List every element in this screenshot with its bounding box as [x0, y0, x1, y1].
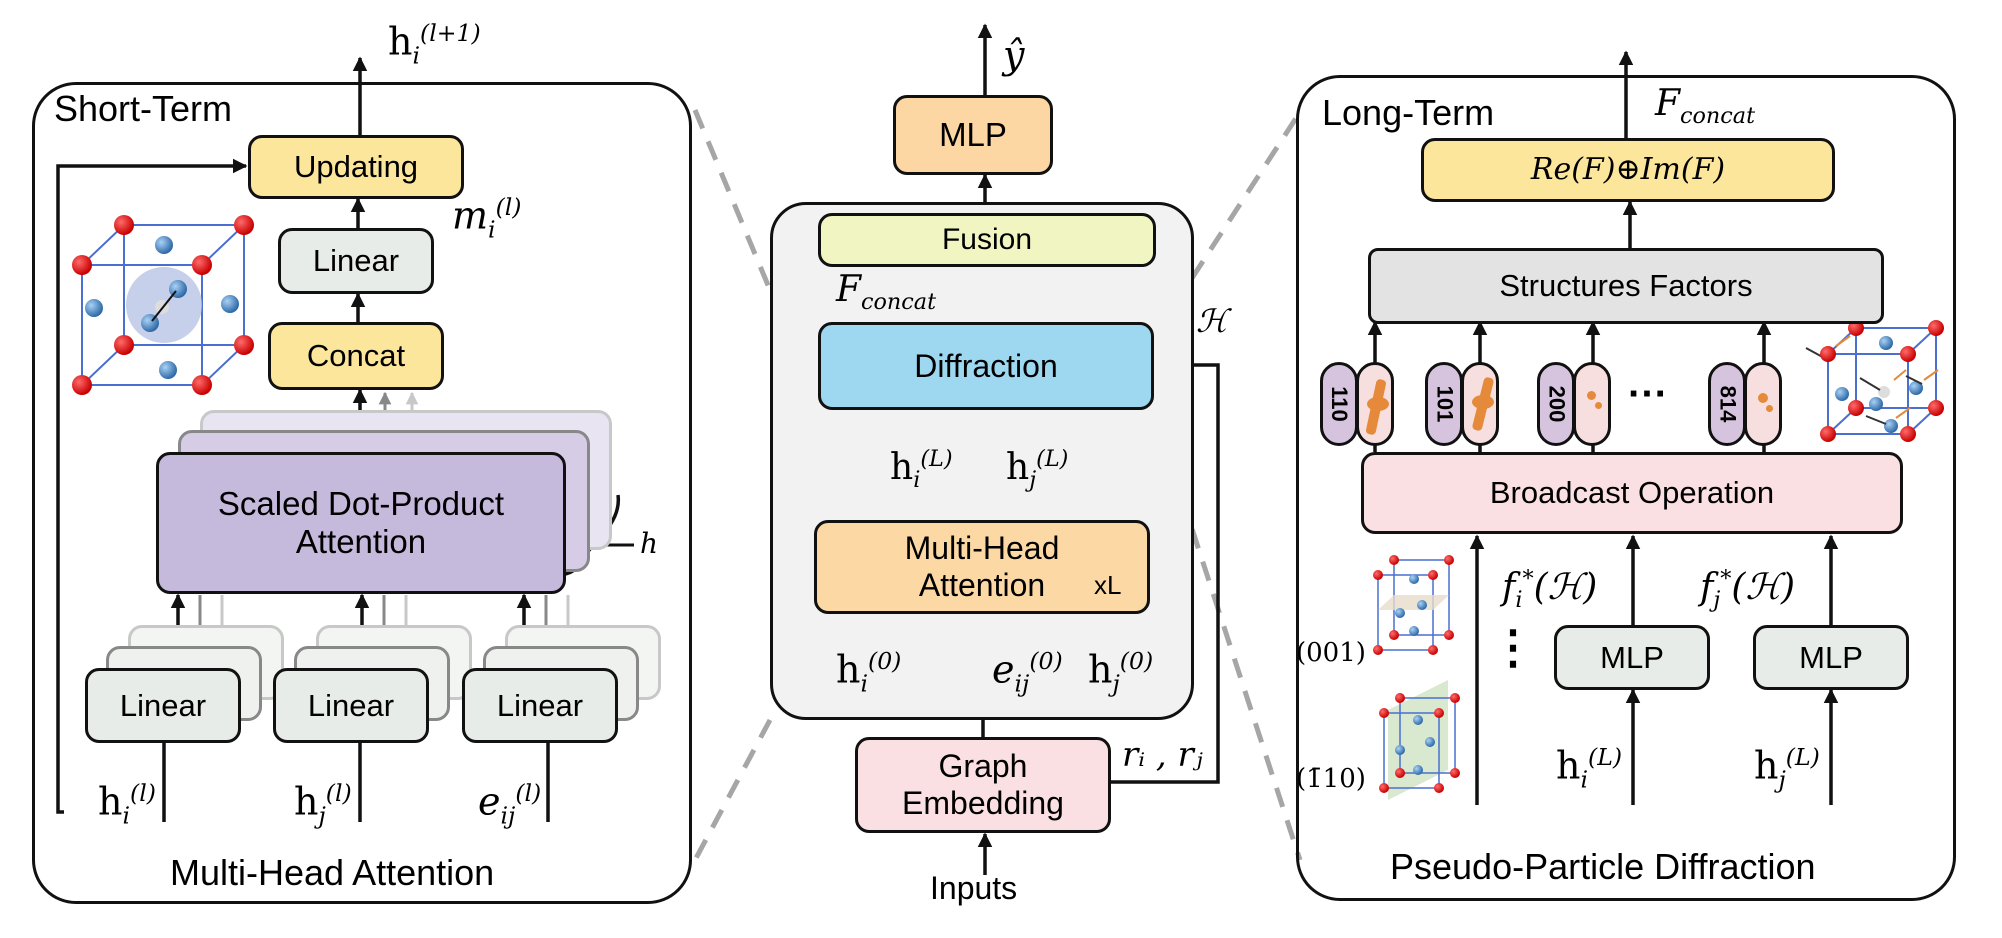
diffraction-pattern-200: [1573, 362, 1611, 446]
inputs-label: Inputs: [930, 870, 1018, 906]
concat-block[interactable]: Concat: [268, 322, 444, 390]
repeat-label: xL: [1094, 570, 1122, 600]
diffraction-pattern-814: [1744, 362, 1782, 446]
form-factor-j: fj*(ℋ): [1700, 566, 1796, 614]
short-term-panel: [32, 82, 692, 904]
linear-block-3[interactable]: Linear: [462, 668, 618, 743]
mha-line2: Attention: [918, 567, 1046, 603]
updating-block[interactable]: Updating: [248, 135, 464, 199]
input-h-i-l: hi(l): [98, 779, 156, 830]
arrow-residual: [56, 158, 248, 814]
sdpa-block[interactable]: Scaled Dot-Product Attention: [156, 452, 566, 594]
crystal-image-long-term: [1805, 320, 1944, 442]
mha-line1: Multi-Head: [904, 530, 1060, 567]
h-j-0-label: hj(0): [1088, 647, 1154, 698]
sdpa-line1: Scaled Dot-Product: [217, 485, 505, 523]
zoom-line-left-top: [692, 109, 773, 291]
linear-block-1[interactable]: Linear: [85, 668, 241, 743]
positions-label: rᵢ , rⱼ: [1122, 735, 1203, 775]
diffraction-pattern-101: [1461, 362, 1499, 446]
long-term-output-label: Fconcat: [1655, 83, 1756, 130]
plane-label-001: (001): [1296, 638, 1366, 668]
mlp-block-i[interactable]: MLP: [1554, 625, 1710, 690]
mlp-head-block[interactable]: MLP: [893, 95, 1053, 175]
h-i-L-label: hi(L): [890, 446, 953, 494]
embed-line2: Embedding: [902, 785, 1064, 821]
miller-index-101: 101: [1425, 362, 1463, 446]
backbone-panel: [770, 202, 1194, 720]
long-term-caption: Pseudo-Particle Diffraction: [1390, 846, 1816, 887]
h-i-0-label: hi(0): [836, 647, 902, 698]
long-term-panel: [1296, 75, 1956, 901]
planes-vdots: ⋮: [1490, 621, 1536, 673]
crystal-plane-110: [1379, 680, 1460, 800]
output-y-hat: ŷ: [1003, 33, 1025, 77]
e-ij-0-label: eij(0): [992, 647, 1063, 698]
hamiltonian-label: ℋ: [1196, 302, 1228, 340]
short-term-caption: Multi-Head Attention: [170, 852, 495, 893]
plane-label-110: (1̄10): [1296, 764, 1366, 794]
long-term-title: Long-Term: [1322, 92, 1495, 133]
broadcast-operation-block[interactable]: Broadcast Operation: [1361, 452, 1903, 534]
mha-block[interactable]: Multi-Head Attention: [814, 520, 1150, 614]
short-term-title: Short-Term: [54, 88, 233, 129]
diffraction-block[interactable]: Diffraction: [818, 322, 1154, 410]
crystal-plane-001: [1373, 555, 1454, 655]
f-concat-label: Fconcat: [836, 269, 937, 316]
fusion-block[interactable]: Fusion: [818, 213, 1156, 267]
h-j-L-label: hj(L): [1006, 446, 1069, 494]
miller-index-110: 110: [1320, 362, 1358, 446]
linear-block-2[interactable]: Linear: [273, 668, 429, 743]
linear-block-top[interactable]: Linear: [278, 228, 434, 294]
pattern-ellipsis: ···: [1628, 372, 1668, 416]
crystal-image-short-term: [64, 205, 260, 403]
miller-index-814: 814: [1708, 362, 1746, 446]
form-factor-i: fi*(ℋ): [1502, 566, 1598, 614]
structure-factors-block[interactable]: Structures Factors: [1368, 248, 1884, 324]
short-term-output-label: hi(l+1): [388, 19, 481, 70]
graph-embedding-block[interactable]: Graph Embedding: [855, 737, 1111, 833]
diffraction-pattern-110: [1356, 362, 1394, 446]
miller-index-200: 200: [1537, 362, 1575, 446]
message-label: mi(l): [452, 193, 522, 244]
sdpa-line2: Attention: [295, 523, 427, 560]
h-i-L-input: hi(L): [1556, 743, 1623, 794]
mlp-block-j[interactable]: MLP: [1753, 625, 1909, 690]
input-e-ij-l: eij(l): [478, 779, 542, 830]
input-h-j-l: hj(l): [294, 779, 352, 830]
h-j-L-input: hj(L): [1754, 743, 1820, 794]
embed-line1: Graph: [938, 748, 1028, 785]
re-im-combine-block[interactable]: Re(F)⊕Im(F): [1421, 138, 1835, 202]
heads-label: h: [640, 527, 659, 560]
zoom-line-left-bottom: [692, 718, 773, 862]
